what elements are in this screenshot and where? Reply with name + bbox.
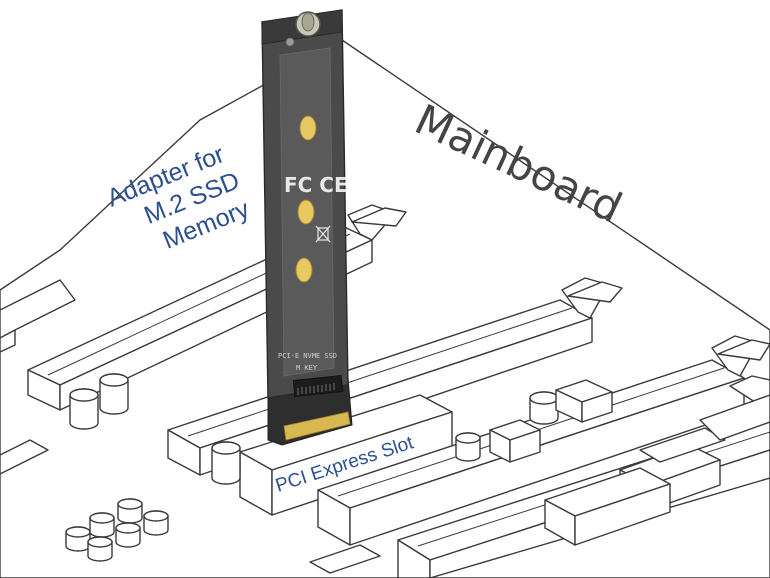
pcb-silkscreen-2: M KEY <box>296 364 318 372</box>
ce-mark: FC CE <box>284 173 348 197</box>
capacitor-cluster-middle <box>455 391 559 462</box>
capacitor-cluster-bottom-left <box>65 498 169 562</box>
capacitor-slot2 <box>211 441 241 485</box>
pcb-silkscreen-1: PCI-E NVME SSD <box>278 352 337 360</box>
chip-blocks <box>309 379 770 574</box>
weee-bin-icon <box>315 225 331 243</box>
pcie-slot-3 <box>239 394 453 516</box>
capacitor-cluster-left <box>69 373 129 430</box>
mount-hole-icon <box>299 115 317 141</box>
mount-hole-icon <box>295 257 313 283</box>
mount-hole-icon <box>297 199 315 225</box>
pcie-slot-short-left <box>0 439 49 475</box>
pcie-slot-far-left <box>0 279 76 353</box>
m2-adapter-card: FC CE PCI-E NVME SSD M KEY <box>261 9 353 446</box>
